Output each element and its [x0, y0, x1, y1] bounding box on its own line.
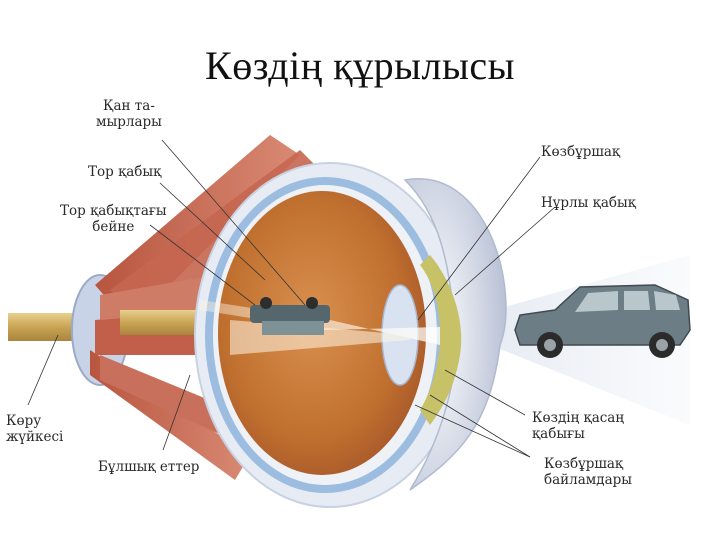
label-line: бейне [92, 219, 135, 235]
label-line: жүйкесі [6, 429, 64, 445]
label-blood-vessels: Қан та- мырлары [96, 98, 162, 130]
label-line: байламдары [544, 472, 633, 488]
label-line: Тор қабықтағы [60, 203, 167, 219]
label-lens: Көзбұршақ [541, 144, 621, 160]
label-line: қабығы [532, 426, 585, 442]
label-line: мырлары [96, 114, 162, 130]
label-retina-image: Тор қабықтағы бейне [60, 203, 167, 235]
label-line: Қан та- [103, 98, 155, 114]
leader-lines [27, 139, 556, 458]
optic-nerve-inner [120, 310, 205, 335]
label-line: Көру [6, 413, 42, 429]
label-optic-nerve: Көру жүйкесі [6, 413, 63, 445]
eye-anatomy-diagram: Қан та- мырлары Тор қабық Тор қабықтағы … [0, 95, 720, 515]
iris [420, 255, 462, 425]
eye-illustration [8, 135, 691, 508]
cornea [403, 178, 507, 491]
label-muscles: Бұлшық еттер [98, 459, 200, 475]
label-sclera: Көздің қасаң қабығы [532, 410, 624, 442]
page-title: Көздің құрылысы [205, 43, 515, 88]
label-line: Көзбұршақ [544, 456, 624, 472]
label-line: Көздің қасаң [532, 410, 625, 426]
retina-image-car [250, 297, 330, 335]
label-retina: Тор қабық [88, 164, 162, 180]
car-illustration [514, 284, 691, 358]
label-iris: Нұрлы қабық [541, 195, 636, 211]
label-lens-ligaments: Көзбұршақ байламдары [544, 456, 632, 488]
